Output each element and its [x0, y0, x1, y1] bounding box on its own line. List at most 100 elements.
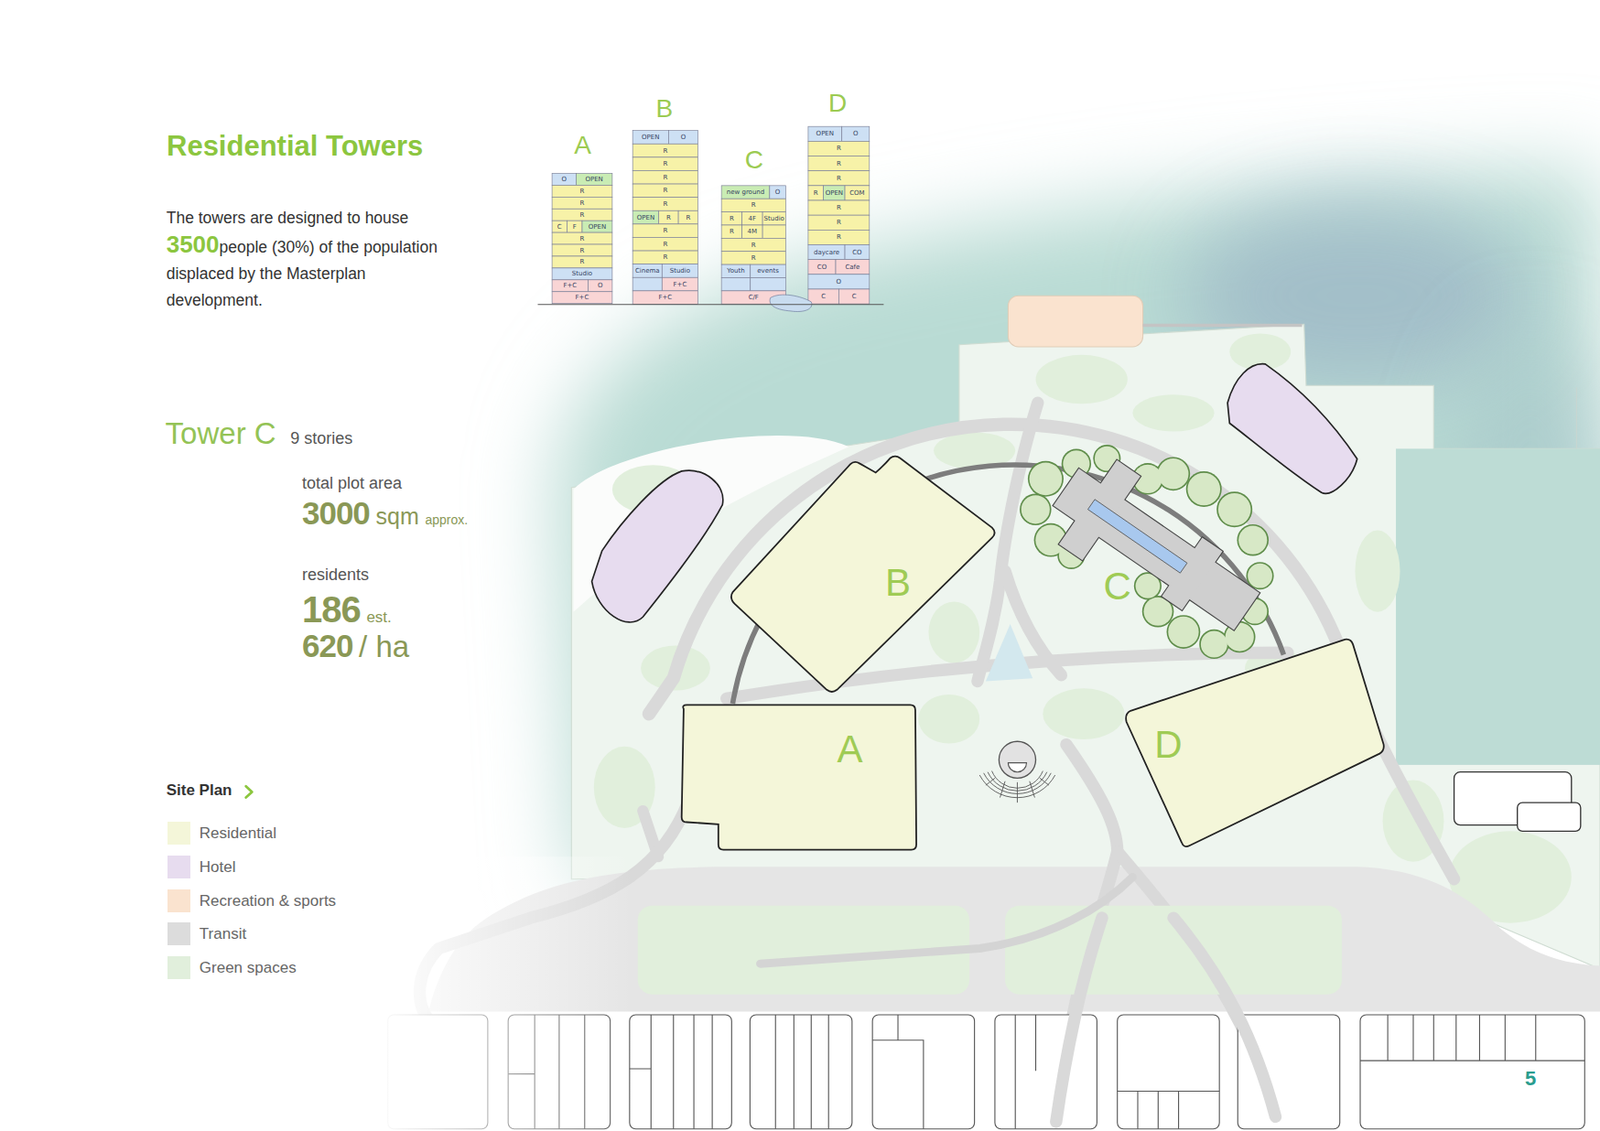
floor-use: OPEN — [825, 189, 844, 196]
city-block-part — [1237, 1015, 1340, 1130]
city-block-part — [775, 1015, 829, 1130]
floor-use: R — [751, 202, 757, 209]
floor-cell — [632, 210, 660, 225]
floor-cell — [808, 274, 870, 290]
footprint-part — [1156, 457, 1191, 492]
amphitheatre-part — [1016, 782, 1018, 803]
floor-use: R — [836, 234, 842, 241]
footprint-part — [1218, 493, 1252, 527]
floor-use: O — [561, 175, 567, 183]
floor-use: F+C — [658, 294, 672, 302]
floor-cell — [659, 210, 679, 225]
tower-letter: B — [885, 563, 911, 603]
footprint-part — [731, 455, 995, 692]
city-block-part — [749, 1015, 852, 1130]
floor-use: R — [662, 173, 668, 181]
floor-use: OPEN — [588, 223, 606, 230]
floor-use: F+C — [575, 294, 590, 302]
floor-use: O — [836, 278, 843, 285]
tower-letter: C — [1103, 567, 1132, 606]
floor-use: R — [836, 205, 842, 212]
floor-use: R — [580, 199, 585, 206]
stories: 9 stories — [290, 430, 353, 447]
footprint-part — [1199, 629, 1229, 660]
floor-cell — [721, 251, 786, 265]
footprint-part — [1019, 494, 1052, 527]
floor-use: O — [597, 282, 604, 290]
floor-use: O — [853, 130, 859, 138]
floor-use: Cafe — [844, 263, 860, 271]
footprint-part — [1029, 463, 1063, 497]
floor-cell — [551, 208, 613, 221]
floor-use: F+C — [562, 282, 577, 290]
green-patch-part — [928, 602, 980, 664]
floor-cell — [808, 185, 824, 201]
legend-swatch — [167, 889, 191, 913]
footprint-part — [1088, 499, 1188, 573]
floor-use: R — [836, 174, 842, 182]
tower-letter: A — [837, 730, 864, 769]
floor-cell — [844, 185, 870, 201]
legend-label: Green spaces — [199, 960, 297, 976]
floor-cell — [632, 157, 698, 172]
floor-cell — [808, 259, 836, 275]
edge-fade — [377, 856, 633, 1131]
floor-use: CO — [817, 263, 827, 271]
land-part — [1395, 448, 1600, 766]
legend-swatch — [167, 821, 191, 845]
floor-use: R — [580, 259, 585, 266]
footprint-part — [1247, 563, 1273, 589]
city-block-part — [1117, 1015, 1220, 1130]
floor-use: Studio — [572, 270, 593, 278]
text-group: 3000sqmapprox. — [302, 497, 468, 530]
text-group: D — [828, 90, 847, 117]
floor-cell — [551, 232, 613, 245]
floor-cell — [632, 264, 662, 279]
floor-use: R — [813, 189, 819, 196]
section-sketch-part — [769, 294, 812, 312]
footprint-part — [1237, 524, 1270, 557]
sk-letter: D — [828, 88, 847, 118]
floor-cell — [668, 130, 698, 145]
legend-swatch — [167, 922, 191, 946]
floor-use: C — [557, 223, 563, 230]
floor-cell — [844, 244, 870, 260]
floor-cell — [551, 184, 613, 197]
floor-use: R — [662, 200, 668, 207]
floor-cell — [632, 143, 698, 158]
boulevard-lane-part — [760, 876, 1134, 964]
small: total plot area — [302, 475, 402, 492]
floor-cell — [575, 172, 612, 185]
tiny: approx. — [424, 513, 468, 527]
legend-label: Hotel — [199, 859, 237, 876]
footprint-shape — [681, 704, 917, 850]
floor-cell — [588, 280, 613, 292]
big-light: / ha — [358, 631, 410, 662]
floor-cell — [632, 130, 669, 145]
floor-use: CO — [852, 248, 862, 256]
floor-use: OPEN — [816, 130, 834, 138]
section-sketch-part — [537, 303, 884, 305]
section-sketch-part — [551, 126, 870, 304]
footprint-part — [1246, 562, 1275, 591]
footprint-part — [1162, 538, 1223, 611]
footprint-part — [1167, 616, 1201, 650]
floor-use: R — [662, 240, 668, 248]
floor-cell — [808, 244, 845, 260]
floor-cell — [721, 185, 770, 199]
floor-cell — [567, 220, 583, 233]
floor-cell — [551, 196, 613, 209]
floor-cell — [551, 280, 588, 292]
amphitheatre-part — [985, 778, 995, 786]
pond-part — [985, 624, 1033, 682]
floor-cell — [808, 156, 870, 172]
sk-letter: B — [655, 94, 673, 123]
green-patch-part — [1042, 688, 1125, 740]
footprint-outline — [726, 451, 1001, 699]
floor-cell — [838, 289, 869, 304]
footprint-part — [1188, 473, 1222, 507]
footprint-outline — [675, 702, 921, 855]
unit: sqm — [376, 505, 420, 529]
floor-use: O — [775, 189, 781, 196]
floor-use: R — [751, 241, 757, 249]
